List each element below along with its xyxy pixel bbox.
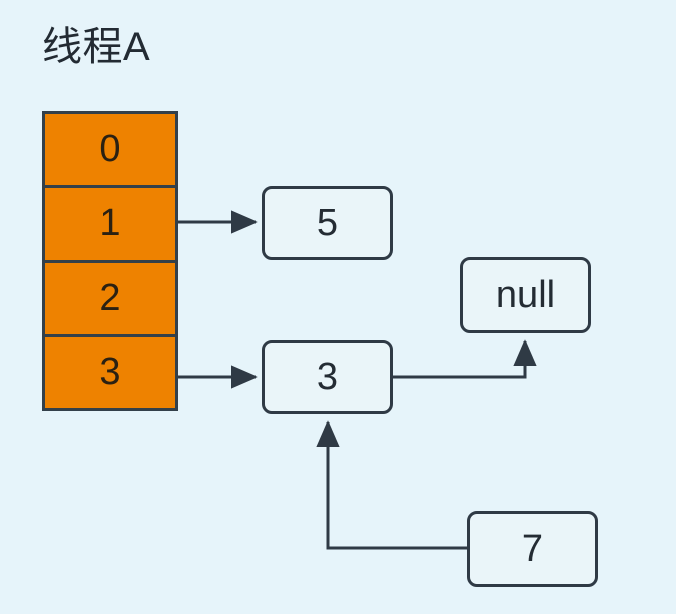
hash-bucket-array: 0 1 2 3 [42, 111, 178, 411]
node-box-null[interactable]: null [460, 257, 591, 333]
array-cell-0[interactable]: 0 [45, 114, 175, 189]
node-box-3[interactable]: 3 [262, 340, 393, 414]
array-cell-2[interactable]: 2 [45, 263, 175, 337]
edge-node7-to-node3 [316, 420, 467, 550]
page-title: 线程A [42, 25, 151, 69]
array-cell-3[interactable]: 3 [99, 350, 121, 393]
node-box-5[interactable]: 5 [262, 186, 393, 260]
edge-node3-to-null [393, 339, 537, 379]
array-cell-1[interactable]: 1 [45, 188, 175, 263]
node-box-7[interactable]: 7 [467, 511, 598, 587]
